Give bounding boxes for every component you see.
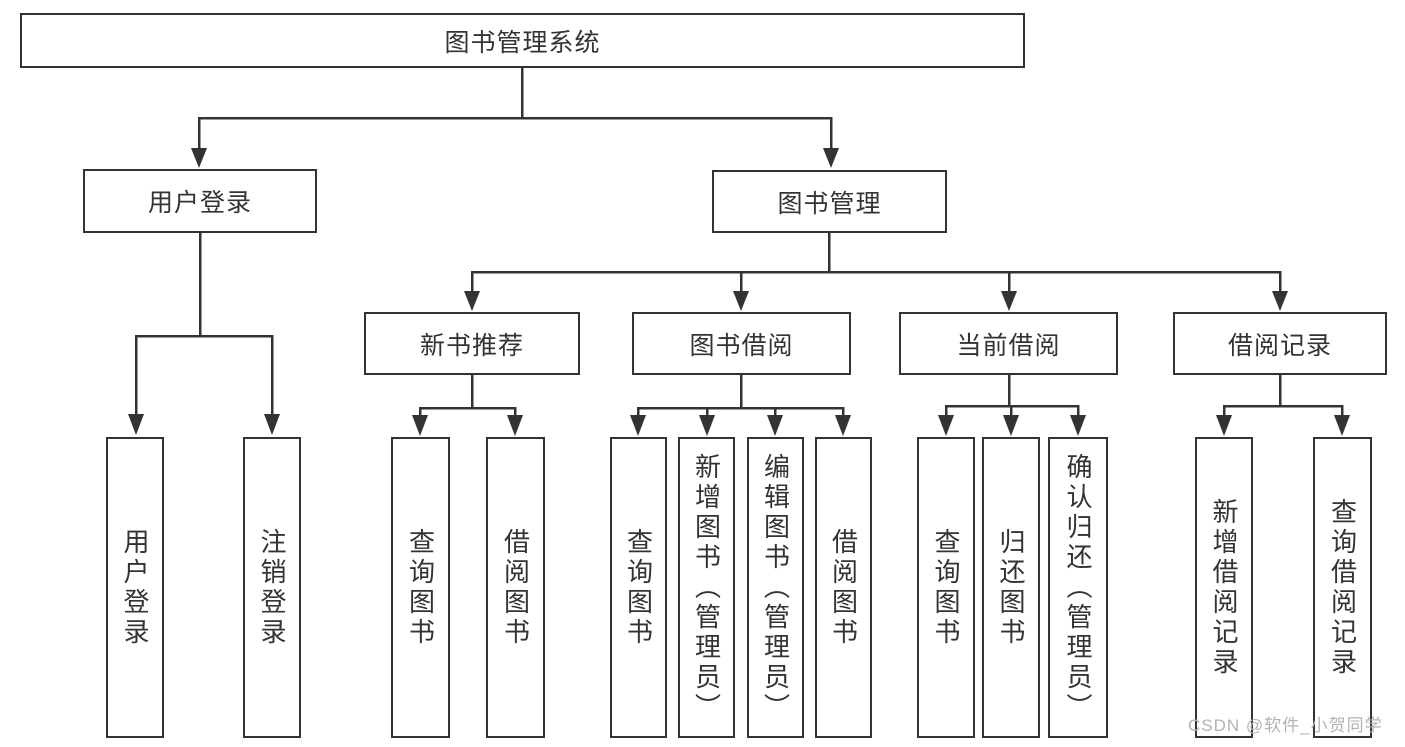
leaf-query-books-recommend: 查询图书 [391, 437, 450, 738]
node-book-borrowing: 图书借阅 [632, 312, 851, 375]
leaf-logout: 注销登录 [243, 437, 301, 738]
leaf-edit-book-admin: 编辑图书（管理员） [747, 437, 804, 738]
node-new-book-recommendation: 新书推荐 [364, 312, 580, 375]
leaf-borrow-books-recommend: 借阅图书 [486, 437, 545, 738]
leaf-confirm-return-admin: 确认归还（管理员） [1048, 437, 1108, 738]
leaf-query-books-borrowing: 查询图书 [610, 437, 667, 738]
leaf-query-books-current: 查询图书 [917, 437, 975, 738]
node-current-borrowing: 当前借阅 [899, 312, 1118, 375]
arrowhead-icons [128, 148, 1350, 436]
node-book-management: 图书管理 [712, 170, 947, 233]
leaf-user-login: 用户登录 [106, 437, 164, 738]
node-user-login: 用户登录 [83, 169, 317, 233]
node-borrowing-records: 借阅记录 [1173, 312, 1387, 375]
node-root: 图书管理系统 [20, 13, 1025, 68]
leaf-add-borrow-record: 新增借阅记录 [1195, 437, 1253, 738]
leaf-add-book-admin: 新增图书（管理员） [678, 437, 735, 738]
leaf-return-books: 归还图书 [982, 437, 1040, 738]
leaf-query-borrow-record: 查询借阅记录 [1313, 437, 1372, 738]
leaf-borrow-books-borrowing: 借阅图书 [815, 437, 872, 738]
watermark: CSDN @软件_小贺同学 [1188, 716, 1383, 735]
